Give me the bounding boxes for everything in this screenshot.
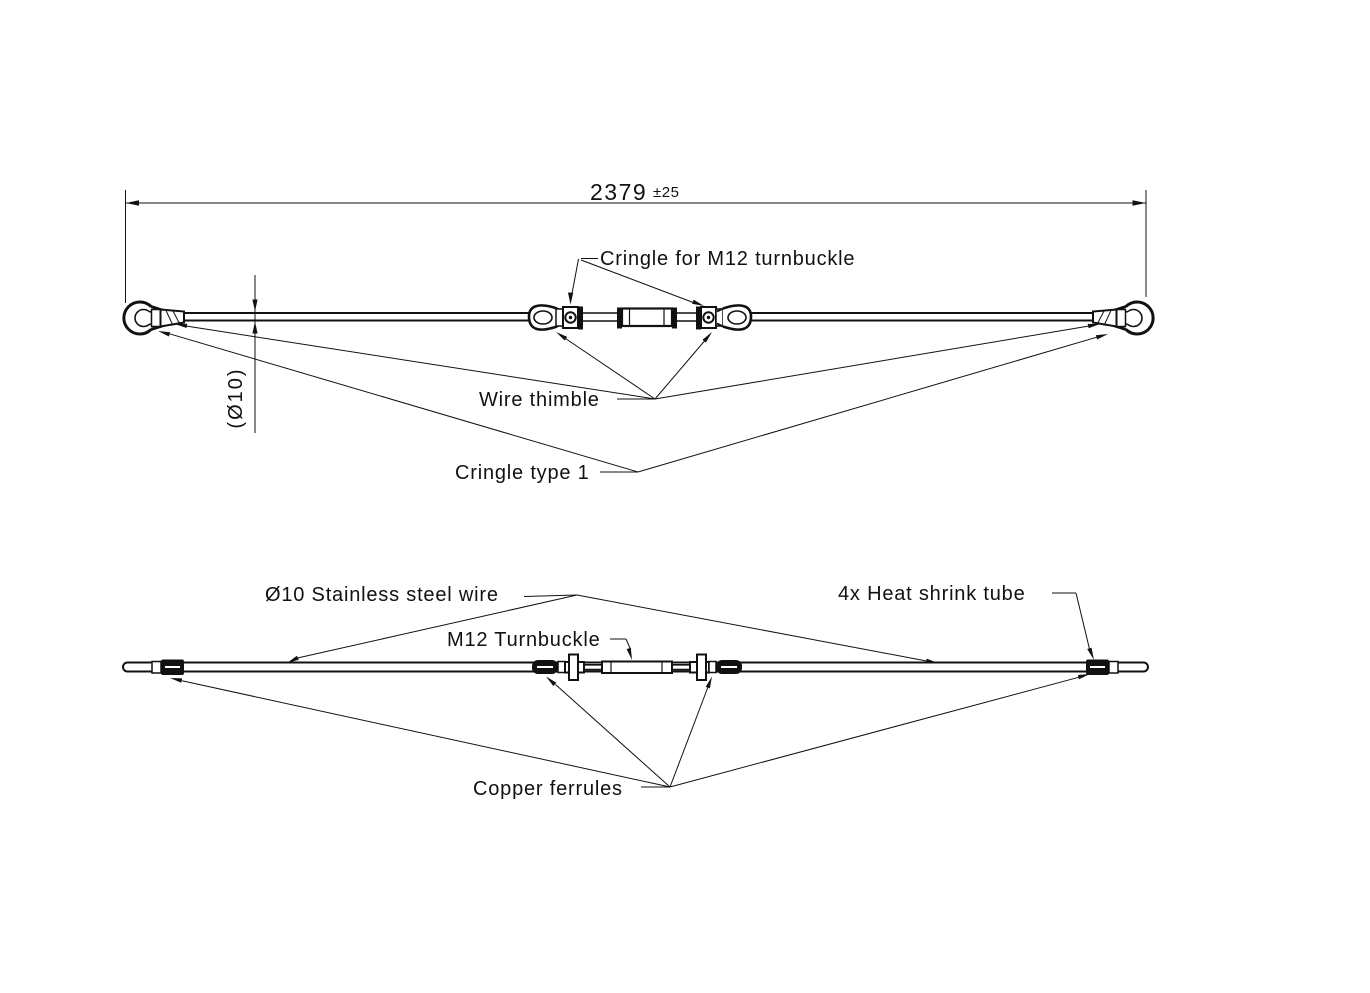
dimension-tolerance: ±25 bbox=[653, 184, 679, 201]
ferrule-gap bbox=[150, 308, 162, 328]
label-wire-thimble: Wire thimble bbox=[479, 389, 600, 411]
leader-arrow bbox=[158, 331, 171, 337]
pin-right-bottom bbox=[696, 653, 707, 681]
label-heat-shrink: 4x Heat shrink tube bbox=[838, 583, 1026, 605]
callout-stainless-wire: Ø10 Stainless steel wire bbox=[265, 584, 938, 663]
turnbuckle-body-bottom bbox=[601, 660, 673, 674]
leader-arrow bbox=[546, 676, 557, 687]
dimension-wire-diameter: (Ø10) bbox=[225, 275, 258, 433]
leader-arrow bbox=[1095, 334, 1108, 340]
label-m12-turnbuckle: M12 Turnbuckle bbox=[447, 629, 601, 651]
wire-top-view bbox=[184, 312, 1093, 322]
callout-cringle-m12: Cringle for M12 turnbuckle bbox=[568, 248, 855, 306]
diameter-arrow-bottom bbox=[252, 321, 258, 334]
leader-arrow bbox=[692, 299, 704, 306]
label-cringle-m12: Cringle for M12 turnbuckle bbox=[600, 248, 855, 270]
callout-wire-thimble: Wire thimble bbox=[175, 323, 1100, 411]
leader-arrow bbox=[175, 323, 188, 328]
diameter-arrow-top bbox=[252, 299, 258, 312]
callout-heat-shrink: 4x Heat shrink tube bbox=[838, 583, 1094, 660]
thimble-inner bbox=[134, 308, 150, 328]
dimension-arrow-right bbox=[1132, 200, 1146, 206]
diameter-label: (Ø10) bbox=[225, 367, 247, 428]
leader-arrow bbox=[1087, 647, 1094, 660]
leader-arrow bbox=[287, 655, 299, 663]
dimension-overall-length: 2379 ±25 bbox=[125, 179, 1147, 303]
dimension-arrow-left bbox=[126, 200, 139, 206]
eye-loop-outer bbox=[122, 300, 153, 336]
eye-thimble-end-right bbox=[1091, 300, 1155, 336]
label-copper-ferrules: Copper ferrules bbox=[473, 778, 623, 800]
callout-copper-ferrules: Copper ferrules bbox=[170, 674, 1090, 800]
turnbuckle-assembly-top bbox=[527, 304, 753, 331]
label-cringle-type1: Cringle type 1 bbox=[455, 462, 590, 484]
ferrule-heatshrink-left bbox=[151, 659, 184, 675]
ferrule-heatshrink-right bbox=[1086, 659, 1119, 675]
leader-arrow bbox=[1087, 323, 1100, 329]
leader-arrow bbox=[702, 332, 712, 343]
bottom-view: Ø10 Stainless steel wire M12 Turnbuckle … bbox=[122, 583, 1149, 800]
dimension-value: 2379 bbox=[590, 179, 647, 205]
leader-arrow bbox=[568, 292, 574, 305]
leader-arrow bbox=[925, 658, 938, 663]
callout-cringle-type1: Cringle type 1 bbox=[158, 331, 1108, 484]
turnbuckle-assembly-bottom bbox=[532, 653, 742, 681]
callout-m12-turnbuckle: M12 Turnbuckle bbox=[447, 629, 632, 660]
cringle-eye-left bbox=[527, 304, 558, 331]
top-view: 2379 ±25 (Ø10) bbox=[122, 179, 1155, 484]
leader-arrow bbox=[556, 332, 568, 341]
eye-thimble-end-left bbox=[122, 300, 185, 336]
leader-arrow bbox=[1077, 674, 1090, 680]
label-stainless-wire: Ø10 Stainless steel wire bbox=[265, 584, 499, 606]
leader-arrow bbox=[705, 676, 712, 689]
cringle-eye-right bbox=[722, 304, 753, 331]
leader-arrow bbox=[626, 647, 632, 660]
swage-ferrule bbox=[159, 308, 185, 328]
pin-left-bottom bbox=[568, 653, 579, 681]
leader-arrow bbox=[170, 678, 183, 683]
